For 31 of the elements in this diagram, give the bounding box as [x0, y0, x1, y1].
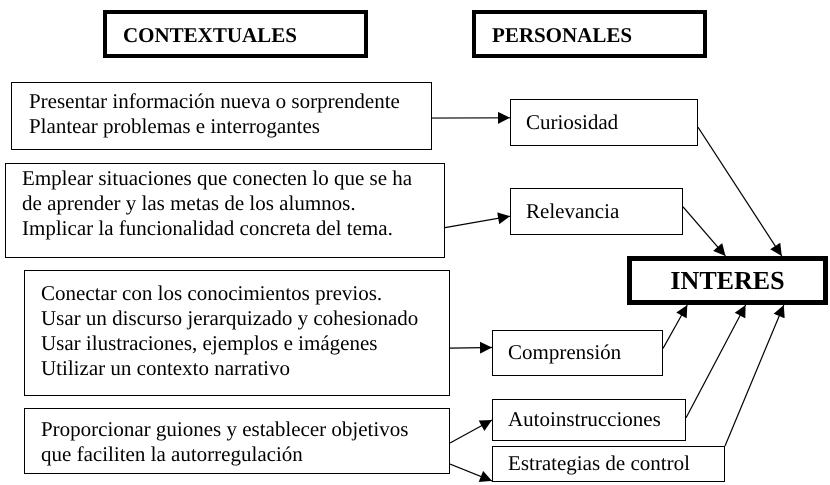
- factor-box: Curiosidad: [510, 99, 698, 146]
- strategy-text: Proporcionar guiones y establecer objetivos que faciliten la autorregulación: [41, 417, 410, 467]
- arrow: [444, 212, 510, 228]
- strategy-box: [11, 82, 432, 150]
- arrow: [662, 304, 688, 349]
- strategy-text: Plantear problemas e interrogantes: [29, 114, 321, 139]
- strategy-text: Emplear situaciones que conecten lo que se ha de aprender y las metas de los alumnos.: [22, 166, 414, 216]
- strategy-text: Utilizar un contexto narrativo: [41, 356, 291, 381]
- arrow: [698, 126, 782, 256]
- strategy-box: [24, 408, 450, 474]
- strategy-text: Usar ilustraciones, ejemplos e imágenes: [41, 331, 378, 356]
- category-heading-box: CONTEXTUALES: [103, 10, 368, 58]
- arrow: [432, 112, 510, 124]
- strategy-text: Conectar con los conocimientos previos.: [41, 281, 384, 306]
- factor-box: Estrategias de control: [492, 446, 725, 482]
- arrow: [450, 419, 492, 444]
- strategy-box: [5, 163, 445, 258]
- arrow: [450, 342, 492, 354]
- arrow: [685, 304, 746, 418]
- factor-box: Autoinstrucciones: [492, 399, 686, 441]
- strategy-text: Implicar la funcionalidad concreta del tema.: [22, 216, 394, 241]
- factor-box: Comprensión: [492, 330, 663, 376]
- strategy-text: Presentar información nueva o sorprendente: [29, 89, 401, 114]
- arrow: [450, 464, 492, 482]
- arrow: [682, 206, 726, 256]
- factor-box: Relevancia: [510, 188, 683, 235]
- strategy-box: [24, 270, 450, 396]
- arrow: [724, 304, 785, 446]
- strategy-text: Usar un discurso jerarquizado y cohesionado: [41, 306, 420, 331]
- category-heading-box: PERSONALES: [472, 10, 707, 58]
- goal-box: INTERES: [627, 256, 828, 305]
